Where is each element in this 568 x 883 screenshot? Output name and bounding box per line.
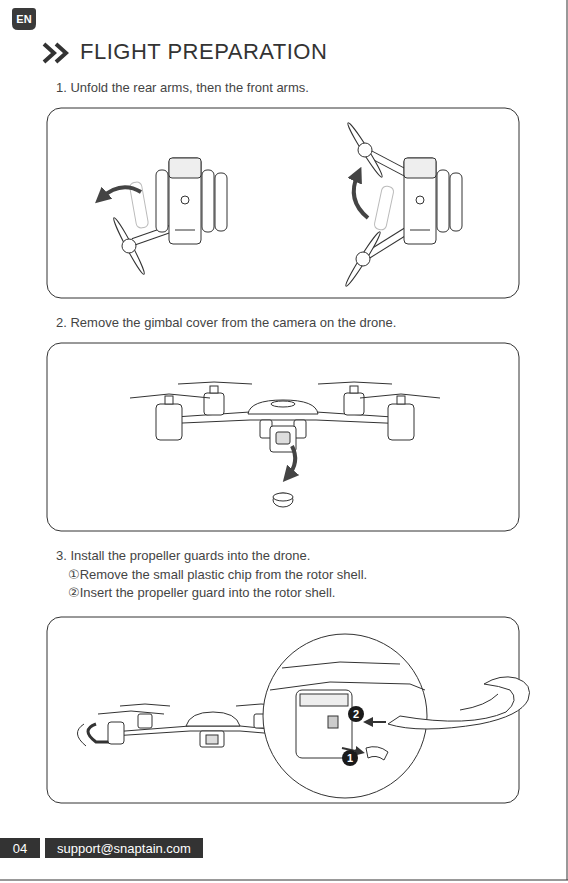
drone-top-view-part — [410, 230, 430, 231]
drone-front-view-part — [210, 386, 218, 393]
callout-number: 2 — [348, 706, 364, 722]
node-text: 04 — [13, 841, 27, 856]
drone-top-view-part — [374, 185, 395, 231]
drone-top-view-part — [450, 173, 462, 231]
magnified-rotor-shell-part — [388, 677, 530, 729]
drone-top-view-part — [169, 158, 201, 244]
drone-with-guards-part — [186, 712, 240, 726]
magnified-rotor-shell-part — [282, 662, 400, 668]
sub-step-instruction: ②Insert the propeller guard into the rot… — [68, 585, 548, 601]
drone-top-view-part — [354, 174, 368, 218]
step-instruction: 1. Unfold the rear arms, then the front … — [56, 80, 536, 96]
page-title: FLIGHT PREPARATION — [80, 38, 327, 66]
drone-top-view-part — [404, 158, 436, 244]
drone-top-view-part — [101, 187, 141, 198]
drone-top-view-part — [215, 173, 227, 231]
drone-with-guards-part — [120, 704, 170, 706]
language-badge: EN — [12, 8, 36, 30]
drone-top-view-part — [404, 158, 436, 178]
drone-top-view-part — [111, 216, 146, 275]
drone-top-view-part — [345, 121, 384, 178]
drone-front-view-part — [271, 401, 295, 407]
magnified-rotor-shell-part — [460, 694, 498, 710]
drone-front-view-part — [273, 493, 293, 501]
step-panel-part — [47, 343, 519, 531]
title-chevron-part — [44, 44, 54, 62]
magnified-rotor-shell-part — [270, 682, 425, 690]
step-panel — [47, 108, 519, 803]
drone-front-view-part — [350, 386, 358, 393]
drone-top-view-part — [181, 196, 189, 204]
node-text: support@snaptain.com — [57, 841, 191, 856]
drone-front-view-part — [318, 382, 392, 384]
drone-front-view-part — [130, 394, 210, 398]
magnified-rotor-shell-part — [300, 694, 348, 706]
magnified-rotor-shell-part — [366, 747, 388, 760]
drone-top-view-part — [122, 239, 136, 253]
page-border-part — [567, 0, 568, 880]
drone-with-guards-part — [138, 714, 152, 728]
step-instruction: 3. Install the propeller guards into the… — [56, 548, 536, 564]
support-email: support@snaptain.com — [45, 838, 203, 858]
drone-front-view-part — [156, 404, 182, 440]
drone-front-view-part — [360, 394, 440, 398]
node-text: EN — [16, 13, 31, 25]
drone-top-view-part — [416, 196, 424, 204]
drone-front-view-part — [397, 396, 405, 404]
drone-top-view-part — [156, 170, 168, 232]
callout-number: 1 — [342, 750, 358, 766]
drone-front-view — [130, 382, 440, 507]
magnified-rotor-shell — [263, 634, 530, 798]
drone-front-view-part — [344, 393, 364, 415]
drone-front-view-part — [388, 404, 414, 440]
sub-step-instruction: ①Remove the small plastic chip from the … — [68, 567, 548, 583]
drone-top-view-part — [175, 230, 195, 231]
drone-with-guards-part — [206, 735, 218, 744]
drone-top-view-part — [169, 158, 201, 178]
drone-front-view-part — [178, 382, 252, 384]
drone-front-view-part — [276, 432, 290, 444]
drone-top-view-part — [437, 170, 449, 232]
node-text: 1 — [347, 752, 353, 764]
drone-with-guards-part — [98, 711, 164, 714]
drone-with-guards-part — [77, 724, 86, 746]
drone-top-view — [343, 121, 462, 287]
drone-with-guards-part — [108, 722, 124, 744]
callout-circle — [342, 750, 358, 766]
drone-top-view-part — [202, 170, 214, 232]
drone-top-view-part — [343, 230, 382, 287]
step-panel-part — [47, 617, 519, 803]
drone-top-view — [101, 158, 227, 276]
page-border-part — [0, 880, 568, 881]
drone-top-view-part — [358, 143, 372, 157]
drone-front-view-part — [204, 393, 224, 415]
step-panel-part — [47, 108, 519, 298]
page-number: 04 — [0, 838, 40, 858]
callout-circle — [348, 706, 364, 722]
drone-front-view-part — [273, 493, 293, 507]
title-chevron — [44, 44, 66, 62]
step-instruction: 2. Remove the gimbal cover from the came… — [56, 315, 536, 331]
drone-front-view-part — [288, 446, 295, 476]
magnified-rotor-shell-part — [328, 716, 338, 728]
node-text: 2 — [353, 708, 359, 720]
magnified-rotor-shell-part — [368, 721, 386, 723]
drone-front-view-part — [165, 396, 173, 404]
drone-top-view-part — [356, 252, 370, 266]
drone-front-view-part — [248, 400, 318, 414]
drone-with-guards-part — [200, 731, 224, 747]
badge-shape — [12, 8, 36, 30]
title-chevron-part — [56, 44, 66, 62]
